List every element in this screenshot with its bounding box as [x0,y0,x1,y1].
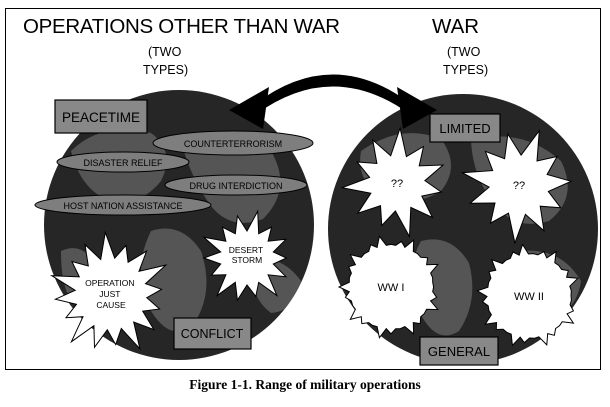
box-peacetime: PEACETIME [54,99,148,134]
box-conflict: CONFLICT [173,317,252,350]
burst-ww1-label: WW I [378,282,405,294]
burst-unknown-left-shape [340,126,445,239]
box-label-limited: LIMITED [439,121,490,136]
box-label-peacetime: PEACETIME [62,110,140,125]
burst-unknown-right-shape [460,129,573,245]
oval-disaster-relief: DISASTER RELIEF [56,151,190,173]
oval-host-nation-assistance: HOST NATION ASSISTANCE [34,194,212,216]
arrow-head-right [397,87,437,129]
oval-counterterrorism: COUNTERTERRORISM [152,130,314,156]
oval-label-host-nation-assistance: HOST NATION ASSISTANCE [63,201,182,211]
right-subheading-line1: (TWO [447,45,481,59]
left-heading: OPERATIONS OTHER THAN WAR [23,15,340,38]
oval-label-counterterrorism: COUNTERTERRORISM [184,139,282,149]
arrow-shaft [255,74,411,115]
burst-unknown-right-label: ?? [513,180,525,192]
burst-ww1: WW I [337,235,439,339]
burst-desert-storm-line2: STORM [232,255,263,265]
burst-just-cause-line1: OPERATION [85,278,134,288]
oval-label-drug-interdiction: DRUG INTERDICTION [190,181,283,191]
burst-just-cause-line3: CAUSE [96,300,126,310]
right-heading: WAR [432,15,480,38]
burst-unknown-left-label: ?? [391,178,403,190]
box-label-conflict: CONFLICT [181,327,244,341]
right-subheading-line2: TYPES) [443,63,489,77]
svg-text:DESERT STORM: DESERT STORM [229,245,266,265]
burst-unknown-left: ?? [340,126,445,239]
oval-label-disaster-relief: DISASTER RELIEF [83,158,163,168]
double-arrow [229,74,437,129]
burst-unknown-right: ?? [460,129,573,245]
figure-frame: COUNTERTERRORISM DISASTER RELIEF DRUG IN… [5,8,601,370]
burst-desert-storm-line1: DESERT [229,245,263,255]
oval-drug-interdiction: DRUG INTERDICTION [164,174,308,196]
box-label-general: GENERAL [428,344,490,359]
burst-ww2-shape [476,243,580,347]
burst-ww1-shape [337,235,439,339]
svg-text:OPERATION JUST: OPERATION JUST CAUSE [85,278,137,310]
left-subheading-line2: TYPES) [143,63,189,77]
left-subheading-line1: (TWO [148,45,182,59]
burst-just-cause-shape [49,230,168,351]
diagram-canvas: COUNTERTERRORISM DISASTER RELIEF DRUG IN… [34,74,598,366]
burst-operation-just-cause: OPERATION JUST CAUSE [49,230,168,351]
burst-just-cause-line2: JUST [99,289,120,299]
burst-desert-storm: DESERT STORM [202,209,288,302]
box-limited: LIMITED [429,113,501,143]
arrow-head-left [229,87,269,129]
burst-ww2: WW II [476,243,580,347]
figure-caption: Figure 1-1. Range of military operations [189,377,421,392]
burst-desert-storm-shape [202,209,288,302]
box-general: GENERAL [419,336,499,366]
burst-ww2-label: WW II [514,291,544,303]
